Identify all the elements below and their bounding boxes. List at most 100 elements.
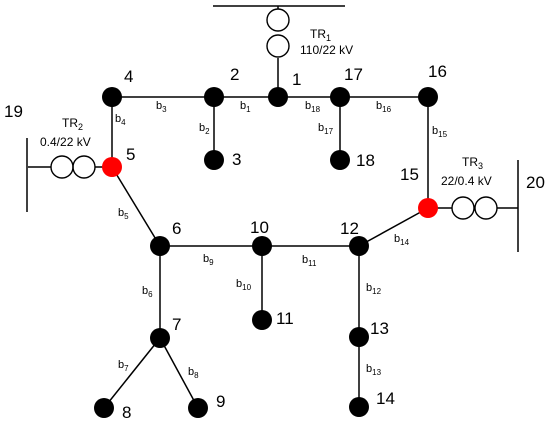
branch-line-b8 [159,337,199,409]
node-number-13: 13 [370,319,389,338]
branch-label-base: b [432,125,438,137]
branch-label-base: b [302,254,308,266]
branch-label-b15: b15 [432,125,448,139]
branch-label-subscript: 9 [209,258,214,267]
bus-node-17 [330,87,350,107]
branch-label-subscript: 11 [308,259,317,268]
branch-label-base: b [376,100,382,112]
branch-label-b17: b17 [318,122,334,136]
transformer-name: TR2 [62,116,83,132]
bus-node-4 [102,87,122,107]
branch-label-base: b [305,100,311,112]
transformer-rating: 110/22 kV [300,43,353,57]
node-number-1: 1 [292,70,301,89]
node-number-20: 20 [526,173,545,192]
branch-label-subscript: 17 [324,127,333,136]
branch-label-subscript: 5 [124,212,129,221]
branch-label-subscript: 15 [438,130,447,139]
bus-node-12 [349,236,369,256]
branch-label-subscript: 8 [194,371,199,380]
node-number-3: 3 [232,150,241,169]
node-number-9: 9 [216,392,225,411]
branch-label-subscript: 12 [372,287,381,296]
branch-label-b2: b2 [199,122,210,136]
branch-label-base: b [203,253,209,265]
transformer-name: TR3 [462,155,483,171]
branch-label-b7: b7 [118,359,129,373]
branch-label-base: b [156,100,162,112]
bus-node-10 [252,236,272,256]
network-lines [103,96,429,409]
network-nodes [94,87,438,418]
node-number-14: 14 [376,389,395,408]
bus-node-11 [252,310,272,330]
node-number-12: 12 [340,219,359,238]
bus-node-13 [349,327,369,347]
branch-label-subscript: 2 [205,127,210,136]
branch-label-b16: b16 [376,100,392,114]
branch-line-b14 [358,207,429,247]
bus-node-6 [150,236,170,256]
transformer-name: TR1 [310,27,331,43]
node-number-15: 15 [400,165,419,184]
transformer-name-subscript: 3 [478,161,483,171]
node-number-11: 11 [276,309,294,328]
node-number-8: 8 [122,403,131,422]
bus-node-18 [330,150,350,170]
node-number-5: 5 [126,145,135,164]
branch-label-subscript: 13 [372,368,381,377]
branch-label-subscript: 6 [148,290,153,299]
branch-label-b4: b4 [115,113,126,127]
node-number-7: 7 [172,315,181,334]
branch-label-base: b [142,285,148,297]
transformer-TR2: TR2 0.4/22 kV [26,116,112,212]
branch-label-subscript: 4 [121,118,126,127]
branch-line-b7 [103,337,161,409]
bus-node-15 [418,198,438,218]
node-number-19: 19 [4,102,23,121]
branch-label-b18: b18 [305,100,321,114]
node-number-18: 18 [356,151,375,170]
bus-node-8 [94,398,114,418]
branch-label-b10: b10 [236,278,252,292]
branch-label-subscript: 18 [311,105,320,114]
branch-label-base: b [115,113,121,125]
branch-label-base: b [366,282,372,294]
branch-label-base: b [394,233,400,245]
branch-label-base: b [240,100,246,112]
transformer-name-subscript: 2 [78,122,83,132]
node-number-17: 17 [344,65,363,84]
branch-label-b3: b3 [156,100,167,114]
node-number-16: 16 [428,62,447,81]
transformer-name-base: TR [462,155,478,169]
bus-node-14 [349,397,369,417]
bus-node-16 [418,87,438,107]
branch-label-base: b [199,122,205,134]
bus-node-5 [102,157,122,177]
transformer-name-base: TR [62,116,78,130]
transformer-rating: 0.4/22 kV [40,135,91,149]
branch-label-b1: b1 [240,100,251,114]
node-number-4: 4 [124,67,133,86]
branch-label-base: b [236,278,242,290]
branch-label-base: b [366,363,372,375]
transformer-name-subscript: 1 [326,33,331,43]
node-number-6: 6 [172,219,181,238]
branch-label-b11: b11 [302,254,317,268]
branch-label-b13: b13 [366,363,382,377]
branch-label-base: b [118,207,124,219]
branch-label-b8: b8 [188,366,199,380]
branch-label-base: b [118,359,124,371]
transformer-winding-icon [451,196,475,220]
transformer-name-base: TR [310,27,326,41]
bus-node-1 [268,87,288,107]
branch-label-subscript: 3 [162,105,167,114]
branch-label-b9: b9 [203,253,214,267]
node-number-2: 2 [230,65,239,84]
transformer-winding-icon [50,155,74,179]
